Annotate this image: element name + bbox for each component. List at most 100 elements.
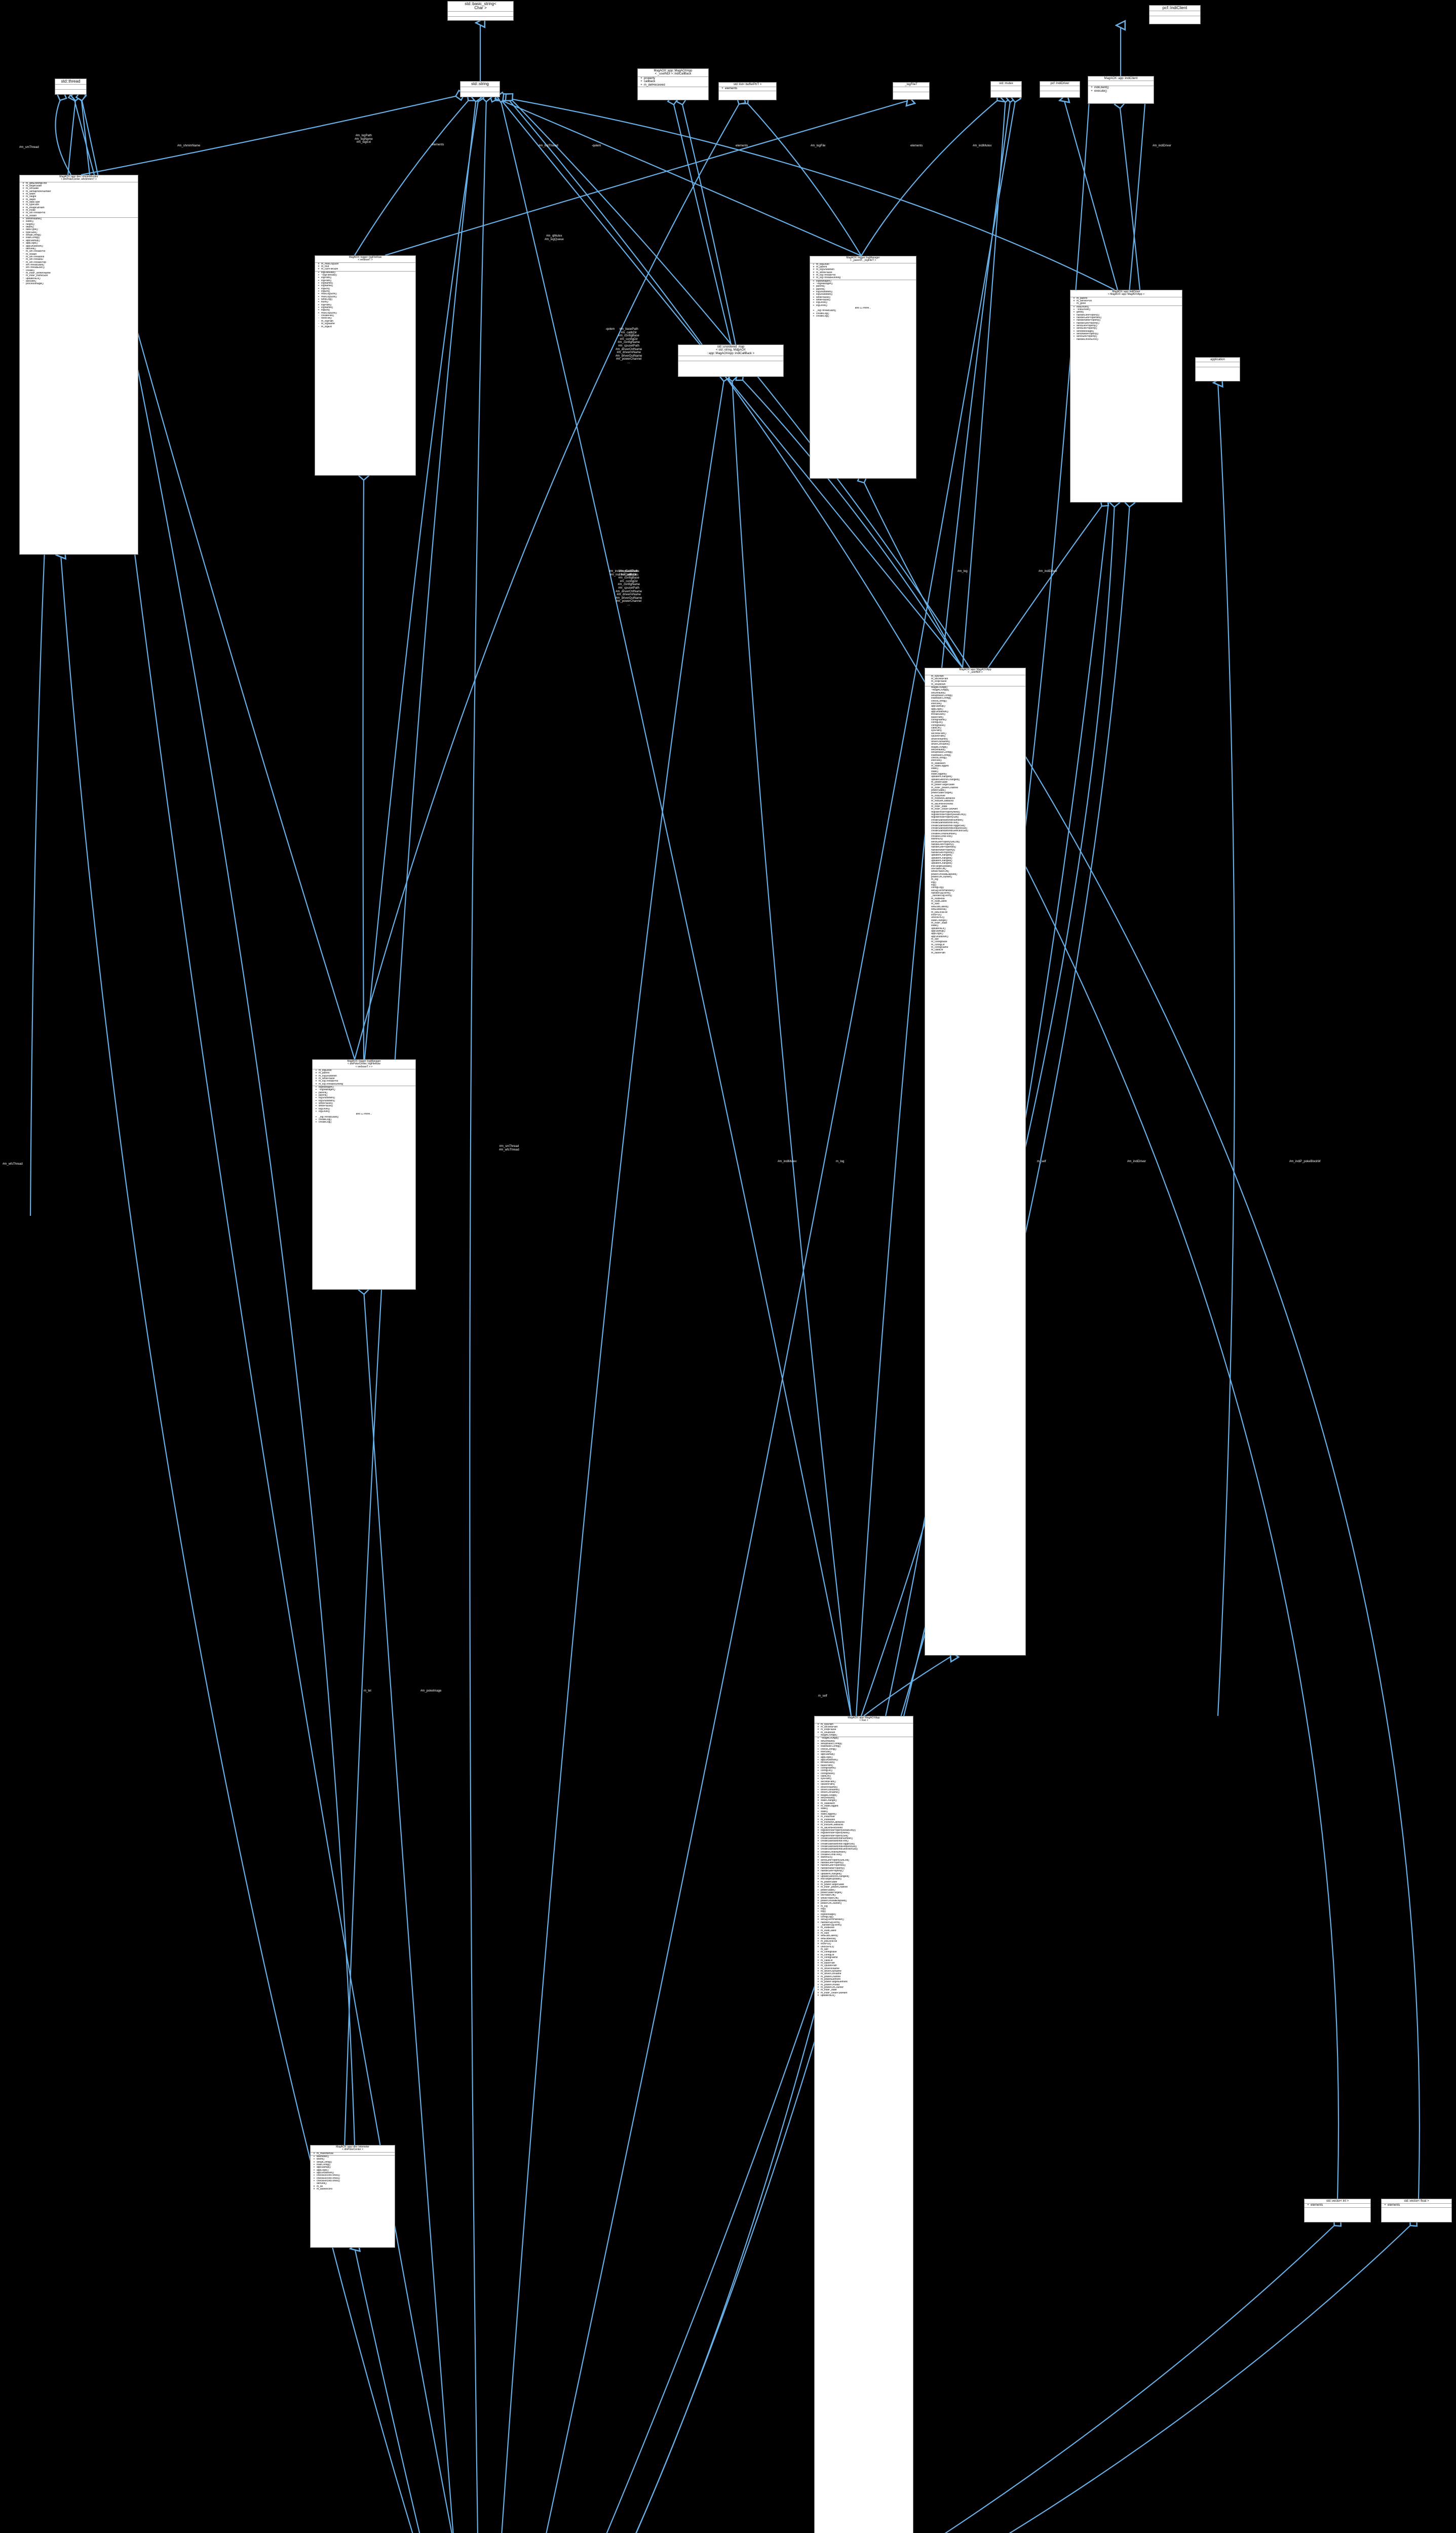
class-member-row: +handleDefProperty() [1070,314,1182,317]
visibility-marker: + [813,291,815,294]
member-name: m_indiNewCallBacks [931,797,955,800]
member-name: m_indiSetCallBacks [821,1824,844,1827]
class-node-vector_float[interactable]: std::vector< float >+elements [1381,2199,1452,2222]
member-name: logName() [321,282,333,285]
member-name: writePause() [816,296,831,299]
member-name: setupBasicConfig() [931,695,953,697]
class-member-row: +logMessage() [815,1913,913,1916]
class-member-row: stateChange() [925,919,1025,922]
class-member-row: +logManager() [810,280,916,283]
member-name: checkRecordTimes() [317,2174,340,2177]
member-name: m_height [26,196,36,199]
class-member-row: m_calibDir [925,949,1025,951]
class-member-row: powerOnWaitElapsed() [925,873,1025,876]
class-node-vector_int[interactable]: std::vector< int >+elements [1304,2199,1371,2222]
member-name: logManager() [319,1086,334,1089]
class-node-attributes [448,12,513,17]
visibility-marker: + [318,312,320,315]
class-node-logfilet[interactable]: _logFileT [893,82,930,100]
class-node-std_string[interactable]: std::string [460,81,500,97]
member-name: logName() [321,306,333,310]
class-member-row: +configName() [815,1767,913,1770]
class-node-std_mutex[interactable]: std::mutex [990,81,1022,98]
member-name: updateIfChanged() [931,862,952,865]
visibility-marker: + [315,1119,317,1122]
member-name: m_sysPath [821,1723,833,1726]
class-node-magaoxapp_true[interactable]: MagAOX::app::MagAOXApp < true >#m_sysPat… [814,1716,913,2533]
class-member-row: +logLevel() [810,301,916,304]
class-member-row: #handlerSigTerm() [815,1922,913,1924]
member-name: elements [1388,2204,1400,2207]
visibility-marker: # [817,1951,819,1954]
visibility-marker: + [318,274,320,277]
visibility-marker: + [318,309,320,312]
visibility-marker: - [1074,338,1075,341]
member-name: sendGetPropertySetList() [821,1859,850,1862]
class-node-std_thread[interactable]: std::thread [55,79,87,95]
class-node-logfileraw_verbose[interactable]: MagAOX::logger::logFileRaw < verboseT >#… [315,255,416,476]
class-member-row: +powerState() [815,1889,913,1892]
class-member-row: m_indiP_state [925,805,1025,808]
class-node-unordered_map_indicallback[interactable]: std::unordered_map < std::string, MagAOX… [678,344,784,377]
visibility-marker: + [313,2172,315,2174]
visibility-marker: # [817,1723,819,1726]
member-name: property [644,76,656,80]
member-name: m_indiP_state [931,805,947,809]
member-name: setDefaults() [931,692,946,695]
class-node-logmanager_parentT[interactable]: MagAOX::logger::logManager < _parentT, _… [810,256,916,479]
visibility-marker: + [315,1069,317,1072]
member-name: setEuidCalled() [931,905,949,908]
member-name: MagAOXApp() [931,686,948,689]
visibility-marker: - [318,315,319,318]
class-node-magaoxapp_useindi[interactable]: MagAOX::app::MagAOXApp < _useINDI >m_sys… [925,668,1026,1656]
class-member-row: MagAOXApp() [925,746,1025,749]
visibility-marker: + [813,304,815,307]
member-name: log() [931,881,937,884]
member-name: appStartup() [931,930,945,933]
member-name: setEuidReal() [931,908,947,911]
class-member-row: #m_configName [815,1956,913,1959]
visibility-marker: + [315,1102,317,1105]
edge-label-l_logthread: #m_logThread [539,144,558,147]
visibility-marker: # [817,1897,819,1900]
class-node-pcf_indiclient[interactable]: pcf::IndiClient [1149,5,1201,24]
class-member-row: m_powerTargetState [925,784,1025,786]
visibility-marker: + [640,83,642,87]
member-name: m_allDefsReceived [821,1826,843,1829]
class-member-row: m_secretsPath [925,678,1025,680]
class-member-row: *m_smThreadPrio [20,250,138,253]
class-member-row: #powerOnWaitElapsed() [815,1900,913,1902]
visibility-marker: + [817,1786,819,1789]
class-node-std_basic_string[interactable]: std::basic_string< Char > [447,1,514,21]
class-member-row: #indiTargetUpdate() [815,1878,913,1880]
visibility-marker: # [318,268,320,271]
class-node-indi_callback[interactable]: MagAOX::app::MagAOXApp < _useINDI >::ind… [637,68,709,100]
member-name: configBase() [821,1772,835,1775]
class-member-row: #setEuidCalled() [815,1935,913,1937]
visibility-marker: # [817,1878,819,1881]
class-member-row: #createStandardIndiRequestSw() [815,1846,913,1848]
class-member-row: +setupBasicConfig() [815,1743,913,1745]
class-node-attributes: #m_maxLogSize#m_fout#m_currFileSize [315,263,415,272]
class-node-shmimmonitor[interactable]: MagAOX::app::dev::shmimMonitor < dmPokeC… [19,175,138,555]
member-name: state() [931,767,939,771]
class-node-pcf_indidriver[interactable]: pcf::IndiDriver [1040,81,1080,98]
class-node-std_list_bufferptrt[interactable]: std::list< bufferPtrT >+elements [718,82,777,100]
edge-label-l_mlog2: m_log [836,1160,845,1163]
class-member-row: +logLevel() [313,1110,415,1113]
class-node-logmanager_dmpoke[interactable]: MagAOX::logger::logManager < dmPokeCente… [312,1059,416,1290]
class-member-row: driverCtrlName() [925,743,1025,746]
class-member-row: #handleSetProperty() [815,1870,913,1872]
class-node-magaox_indiclient[interactable]: MagAOX::app::indiClient+indiClient()+exe… [1088,76,1154,104]
class-member-row: +~logFileRaw() [315,274,415,277]
class-node-application[interactable]: application [1195,357,1240,381]
visibility-marker: # [817,1846,819,1849]
visibility-marker: + [813,299,815,302]
member-name: m_restart [26,253,37,256]
visibility-marker: + [313,2155,315,2158]
class-member-row: #m_semaphoreNumber [20,190,138,193]
class-node-indidriver_magaoxapp[interactable]: MagAOX::app::indiDriver < MagAOX::app::M… [1070,290,1182,503]
class-node-telemeter_dmpoke[interactable]: MagAOX::app::dev::telemeter < dmPokeCent… [310,2145,395,2248]
class-member-row: createStandardIndiRequestSw() [925,827,1025,830]
class-member-row: +logName() [315,285,415,287]
